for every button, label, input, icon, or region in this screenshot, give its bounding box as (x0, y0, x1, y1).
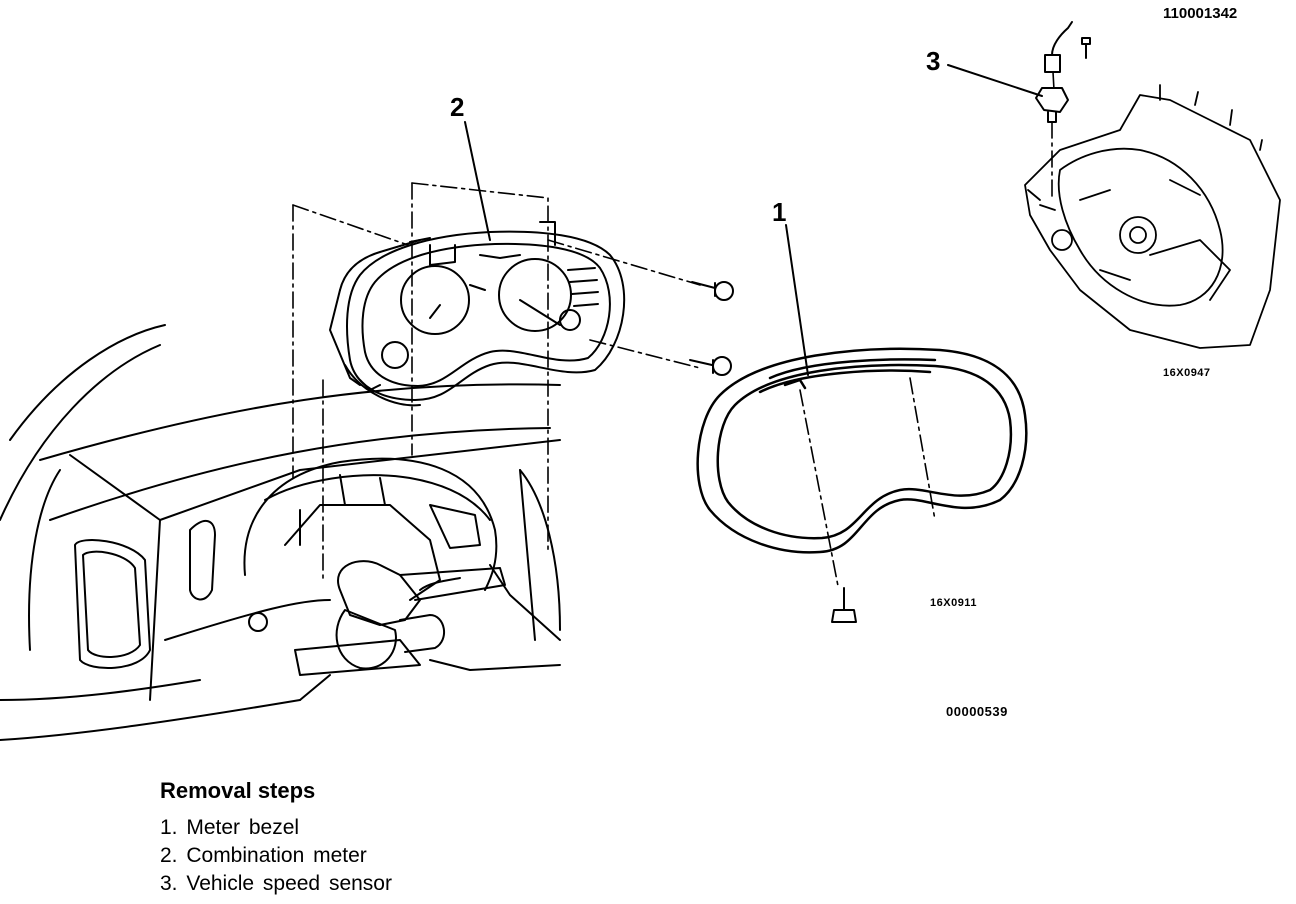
removal-steps-list: 1. Meter bezel 2. Combination meter 3. V… (160, 814, 392, 898)
document-id: 110001342 (1163, 5, 1238, 22)
removal-step: 1. Meter bezel (160, 816, 300, 839)
meter-bezel (696, 347, 1028, 554)
callout-2: 2 (450, 92, 465, 122)
removal-step: 3. Vehicle speed sensor (160, 872, 392, 895)
assembly-lines (292, 71, 1055, 587)
figure-code-dash: 00000539 (946, 704, 1008, 719)
removal-step: 2. Combination meter (160, 844, 367, 867)
callout-1: 1 (772, 197, 787, 227)
vehicle-speed-sensor (1035, 21, 1091, 123)
combination-meter (329, 221, 626, 407)
transaxle-housing (1024, 84, 1281, 349)
callout-leaders (464, 64, 1043, 376)
removal-steps: Removal steps 1. Meter bezel 2. Combinat… (160, 778, 392, 898)
figure-code-bezel: 16X0911 (930, 597, 977, 609)
removal-steps-title: Removal steps (160, 778, 316, 803)
figure-code-sensor: 16X0947 (1163, 367, 1211, 379)
screw-lower-right (689, 356, 732, 376)
dashboard-panel (0, 324, 561, 741)
screw-bezel-bottom (831, 587, 857, 623)
screw-upper-right (691, 281, 734, 301)
callout-3: 3 (926, 46, 941, 76)
